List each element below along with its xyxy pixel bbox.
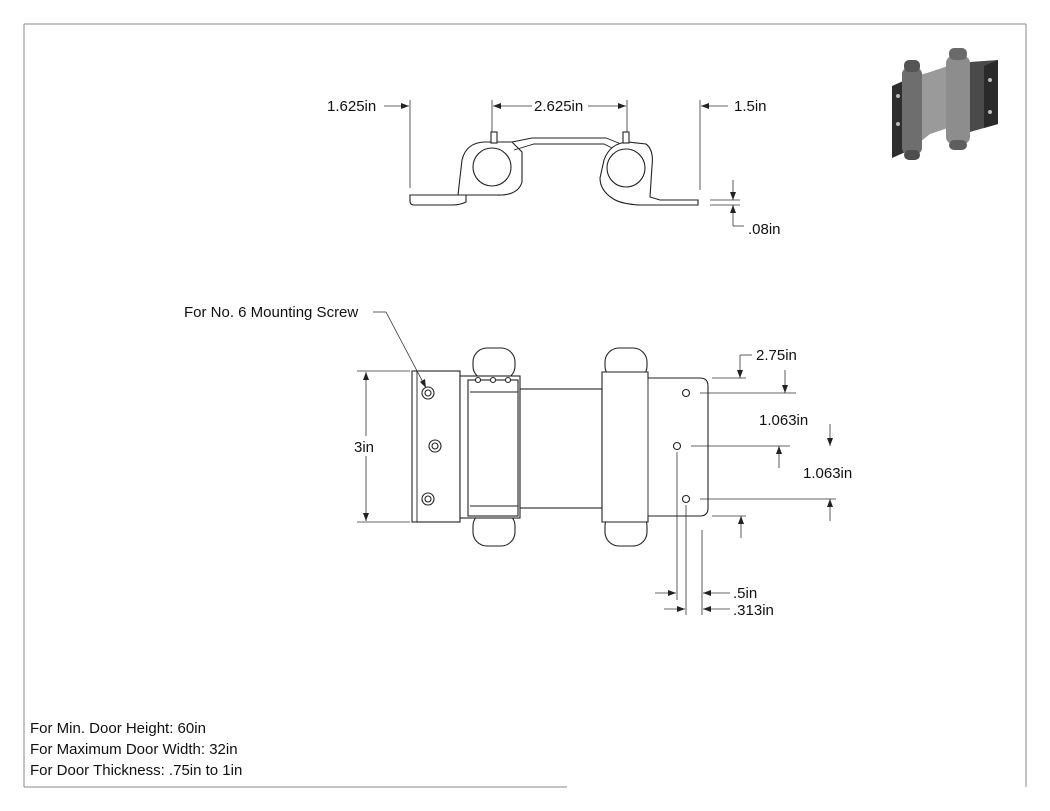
dim-middle-label: 2.625in <box>534 98 583 115</box>
sheet-border <box>23 23 1027 788</box>
dim-top-offset-label: 2.75in <box>756 347 797 364</box>
dim-thickness-label: .08in <box>748 221 781 238</box>
hinge-isometric-image <box>892 48 998 160</box>
right-leaf-plate <box>601 371 709 523</box>
dim-left-label: 1.625in <box>327 98 376 115</box>
right-pin <box>622 131 630 144</box>
dim-right-label: 1.5in <box>734 98 767 115</box>
front-view: For No. 6 Mounting Screw 3in 2.75in 1.06… <box>184 304 852 619</box>
top-view: 1.625in 2.625in 1.5in .08in <box>327 98 781 238</box>
connecting-strap <box>511 137 627 153</box>
center-strap <box>519 388 603 509</box>
left-barrel-circle <box>472 147 512 187</box>
dim-edge-2-label: .313in <box>733 602 774 619</box>
dim-edge-1-label: .5in <box>733 585 757 602</box>
left-barrel-top <box>472 347 516 381</box>
screw-callout: For No. 6 Mounting Screw <box>184 304 358 321</box>
dim-spacing-1-label: 1.063in <box>759 412 808 429</box>
left-pin <box>490 131 498 144</box>
dim-spacing-2-label: 1.063in <box>803 465 852 482</box>
left-leaf-profile <box>409 194 467 206</box>
note-door-height: For Min. Door Height: 60in <box>30 720 206 737</box>
dim-height-label: 3in <box>354 439 374 456</box>
note-door-width: For Maximum Door Width: 32in <box>30 741 238 758</box>
right-barrel-circle <box>606 148 646 188</box>
note-door-thickness: For Door Thickness: .75in to 1in <box>30 762 243 779</box>
